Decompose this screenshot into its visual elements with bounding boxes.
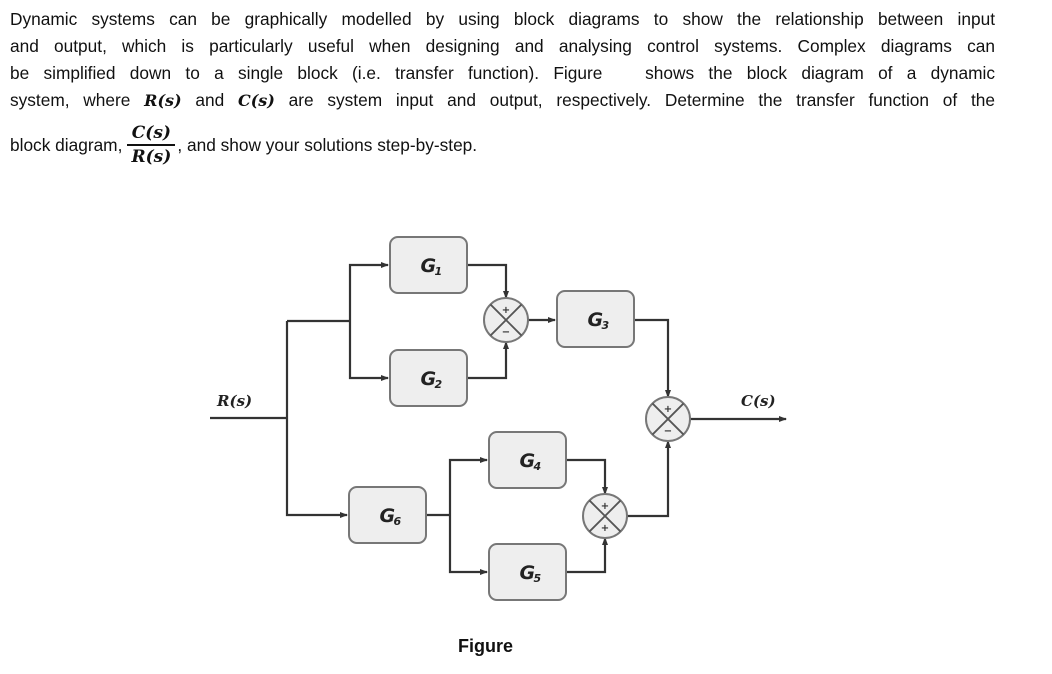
question-line-4: system, where R(s) and C(s) are system i… — [10, 87, 995, 114]
block-label: G — [421, 368, 437, 390]
transfer-function-fraction: C(s) R(s) — [127, 122, 176, 168]
output-variable: C(s) — [237, 91, 275, 110]
input-label: R(s) — [216, 392, 252, 410]
question-line-5: block diagram, C(s) R(s) , and show your… — [10, 122, 477, 168]
block-g1: G1 — [389, 236, 468, 294]
block-subscript: 1 — [435, 265, 443, 278]
junction-top-sign: + — [502, 305, 510, 316]
wire-to-g6 — [285, 321, 348, 518]
block-subscript: 4 — [533, 460, 542, 473]
junction-bottom-sign: − — [664, 426, 672, 437]
wire-g4-to-s2 — [566, 458, 608, 495]
line4-pre: system, where — [10, 90, 145, 110]
block-g6: G6 — [348, 486, 427, 544]
block-rect — [389, 349, 468, 407]
block-label: G — [520, 450, 536, 472]
wire-g2-to-s1 — [467, 341, 509, 380]
junction-bottom-sign: + — [601, 523, 609, 534]
wire-s2-to-s3 — [627, 440, 671, 518]
fraction-denominator: R(s) — [131, 147, 172, 167]
block-g2: G2 — [389, 349, 468, 407]
input-variable: R(s) — [144, 91, 182, 110]
line4-mid: and — [181, 90, 238, 110]
fraction-numerator: C(s) — [131, 123, 171, 143]
junction-bottom-sign: − — [502, 327, 510, 338]
wire-to-g2 — [348, 321, 389, 381]
junction-top-sign: + — [664, 404, 672, 415]
block-g3: G3 — [556, 290, 635, 348]
junction-top-sign: + — [601, 501, 609, 512]
summing-junction-s1: +− — [483, 297, 529, 343]
summing-junction-s3: +− — [645, 396, 691, 442]
junction-cross — [651, 402, 685, 436]
output-label: C(s) — [741, 392, 776, 410]
junction-cross — [489, 303, 523, 337]
line5-pre: block diagram, — [10, 134, 123, 155]
block-subscript: 2 — [435, 378, 443, 391]
wire-g5-to-s2 — [566, 537, 608, 574]
wire-g3-to-s3 — [634, 318, 671, 398]
summing-junction-s2: ++ — [582, 493, 628, 539]
block-label: G — [421, 255, 437, 277]
block-subscript: 3 — [602, 319, 610, 332]
wire-to-g4 — [448, 457, 488, 515]
question-line-3: be simplified down to a single block (i.… — [10, 63, 995, 83]
block-label: G — [380, 505, 396, 527]
block-g5: G5 — [488, 543, 567, 601]
block-rect — [488, 543, 567, 601]
block-label: G — [520, 562, 536, 584]
wire-to-g5 — [448, 515, 488, 575]
question-line-2: and output, which is particularly useful… — [10, 36, 995, 56]
question-paragraph: Dynamic systems can be graphically model… — [10, 6, 995, 114]
figure-caption: Figure — [458, 636, 514, 656]
fraction-bar — [127, 144, 176, 146]
line4-post: are system input and output, respectivel… — [274, 90, 995, 110]
block-subscript: 6 — [394, 515, 402, 528]
block-label: G — [588, 309, 604, 331]
wire-to-g1 — [348, 262, 389, 321]
junction-cross — [588, 499, 622, 533]
block-rect — [556, 290, 635, 348]
block-rect — [488, 431, 567, 489]
question-line-1: Dynamic systems can be graphically model… — [10, 9, 995, 29]
block-g4: G4 — [488, 431, 567, 489]
block-rect — [389, 236, 468, 294]
wire-g1-to-s1 — [467, 263, 509, 299]
line5-post: , and show your solutions step-by-step. — [177, 134, 478, 155]
block-rect — [348, 486, 427, 544]
block-subscript: 5 — [534, 572, 542, 585]
